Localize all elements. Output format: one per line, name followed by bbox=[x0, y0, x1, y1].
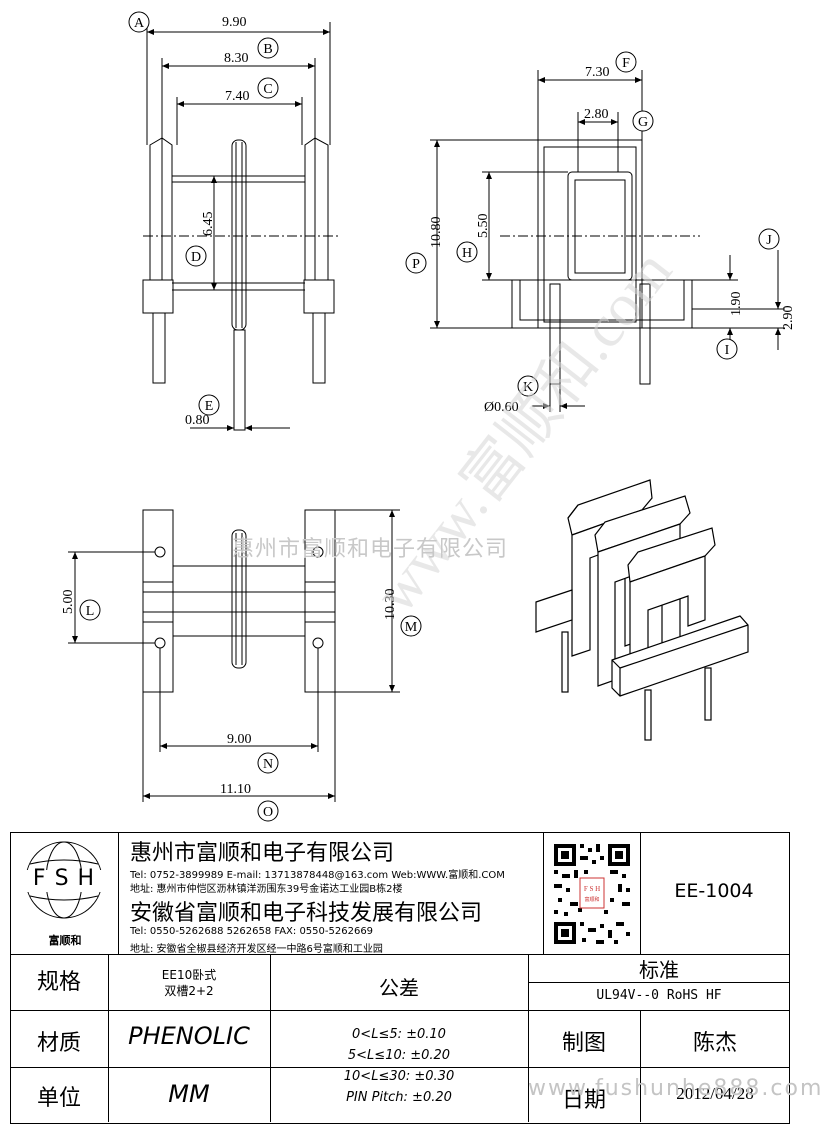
callout-n: N bbox=[257, 752, 279, 774]
callout-g: G bbox=[632, 110, 654, 132]
dim-f-value: 7.30 bbox=[585, 65, 610, 80]
company2-name: 安徽省富顺和电子科技发展有限公司 bbox=[130, 901, 483, 926]
drawing-sheet: 9.90 8.30 7.40 6.45 0.80 7.30 2.80 5.50 … bbox=[10, 11, 822, 1124]
svg-text:B: B bbox=[263, 42, 272, 57]
svg-text:G: G bbox=[638, 115, 648, 130]
logo-name: 富顺和 bbox=[48, 934, 82, 947]
technical-drawing: 9.90 8.30 7.40 6.45 0.80 7.30 2.80 5.50 … bbox=[61, 11, 796, 822]
svg-text:C: C bbox=[263, 82, 272, 97]
callout-m: M bbox=[400, 615, 422, 637]
company1-address: 地址: 惠州市仲恺区沥林镇洋沥围东39号金诺达工业园B栋2楼 bbox=[130, 884, 403, 895]
dim-n-value: 9.00 bbox=[227, 732, 252, 747]
svg-text:D: D bbox=[191, 250, 201, 265]
tolerance-item: 10<L≤30: ±0.30 bbox=[343, 1069, 455, 1084]
globe-logo-icon bbox=[20, 841, 108, 919]
callout-k: K bbox=[517, 375, 539, 397]
drawn-label: 制图 bbox=[561, 1031, 606, 1056]
dim-p-value: 10.80 bbox=[429, 217, 444, 249]
svg-text:F: F bbox=[622, 56, 630, 71]
unit-value: MM bbox=[168, 1080, 210, 1108]
dim-d-value: 6.45 bbox=[201, 212, 216, 237]
callout-o: O bbox=[257, 800, 279, 822]
footer-url-watermark: www.fushunhe888.com bbox=[528, 1076, 823, 1101]
callout-h: H bbox=[456, 241, 478, 263]
company-watermark: 惠州市富顺和电子有限公司 bbox=[232, 537, 509, 562]
spec-value-2: 双槽2+2 bbox=[164, 984, 214, 998]
svg-text:K: K bbox=[523, 380, 533, 395]
callout-l: L bbox=[79, 599, 101, 621]
company1-name: 惠州市富顺和电子有限公司 bbox=[130, 841, 395, 866]
tolerance-label: 公差 bbox=[379, 976, 419, 1000]
standard-value: UL94V--0 RoHS HF bbox=[596, 988, 722, 1003]
tolerance-item: 5<L≤10: ±0.20 bbox=[347, 1048, 451, 1063]
svg-text:E: E bbox=[205, 399, 214, 414]
dim-l-value: 5.00 bbox=[61, 590, 76, 615]
spec-value-1: EE10卧式 bbox=[161, 968, 217, 982]
isometric-view bbox=[535, 479, 749, 741]
callout-a: A bbox=[128, 11, 150, 33]
callout-p: P bbox=[405, 252, 427, 274]
svg-text:H: H bbox=[462, 246, 472, 261]
dim-o-value: 11.10 bbox=[220, 782, 251, 797]
company2-contact: Tel: 0550-5262688 5262658 FAX: 0550-5262… bbox=[130, 926, 374, 937]
svg-text:M: M bbox=[405, 620, 418, 635]
svg-text:N: N bbox=[263, 757, 273, 772]
drawn-by: 陈杰 bbox=[692, 1031, 737, 1056]
spec-label: 规格 bbox=[36, 970, 81, 995]
svg-text:L: L bbox=[86, 604, 95, 619]
dim-b-value: 8.30 bbox=[224, 51, 249, 66]
svg-text:富顺和: 富顺和 bbox=[584, 896, 599, 903]
svg-text:J: J bbox=[766, 233, 772, 248]
callout-j: J bbox=[758, 228, 780, 250]
callout-f: F bbox=[615, 51, 637, 73]
svg-text:F S H: F S H bbox=[584, 885, 600, 893]
svg-text:O: O bbox=[263, 805, 273, 820]
callout-c: C bbox=[257, 77, 279, 99]
dim-e-value: 0.80 bbox=[185, 413, 210, 428]
dim-i-value: 1.90 bbox=[729, 292, 744, 317]
tolerance-list: 0<L≤5: ±0.10 5<L≤10: ±0.20 10<L≤30: ±0.3… bbox=[270, 1024, 528, 1108]
dim-k-value: Ø0.60 bbox=[484, 400, 519, 415]
dim-c-value: 7.40 bbox=[225, 89, 250, 104]
callout-d: D bbox=[185, 245, 207, 267]
title-block bbox=[10, 832, 790, 1124]
dim-g-value: 2.80 bbox=[584, 107, 609, 122]
svg-text:A: A bbox=[134, 16, 145, 31]
tolerance-item: PIN Pitch: ±0.20 bbox=[346, 1090, 452, 1105]
dim-m-value: 10.30 bbox=[383, 589, 398, 621]
logo-letters: F S H bbox=[32, 866, 96, 891]
company1-contact: Tel: 0752-3899989 E-mail: 13713878448@16… bbox=[130, 870, 505, 881]
material-value: PHENOLIC bbox=[128, 1022, 250, 1050]
dim-j-value: 2.90 bbox=[781, 306, 796, 331]
svg-text:P: P bbox=[412, 257, 420, 272]
callout-i: I bbox=[716, 338, 738, 360]
dim-a-value: 9.90 bbox=[222, 15, 247, 30]
date-value: 2012/04/28 bbox=[676, 1084, 754, 1103]
company2-address: 地址: 安徽省全椒县经济开发区经一中路6号富顺和工业园 bbox=[130, 944, 383, 955]
date-label: 日期 bbox=[561, 1088, 606, 1113]
callout-e: E bbox=[198, 394, 220, 416]
standard-label: 标准 bbox=[639, 958, 679, 982]
front-view bbox=[142, 22, 340, 431]
svg-text:I: I bbox=[725, 343, 730, 358]
top-view bbox=[68, 509, 400, 802]
qr-code-icon: F S H 富顺和 bbox=[550, 840, 634, 948]
tolerance-item: 0<L≤5: ±0.10 bbox=[352, 1027, 446, 1042]
dim-h-value: 5.50 bbox=[476, 214, 491, 239]
unit-label: 单位 bbox=[36, 1086, 81, 1111]
material-label: 材质 bbox=[36, 1031, 81, 1056]
callout-b: B bbox=[257, 37, 279, 59]
part-number: EE-1004 bbox=[674, 880, 754, 902]
